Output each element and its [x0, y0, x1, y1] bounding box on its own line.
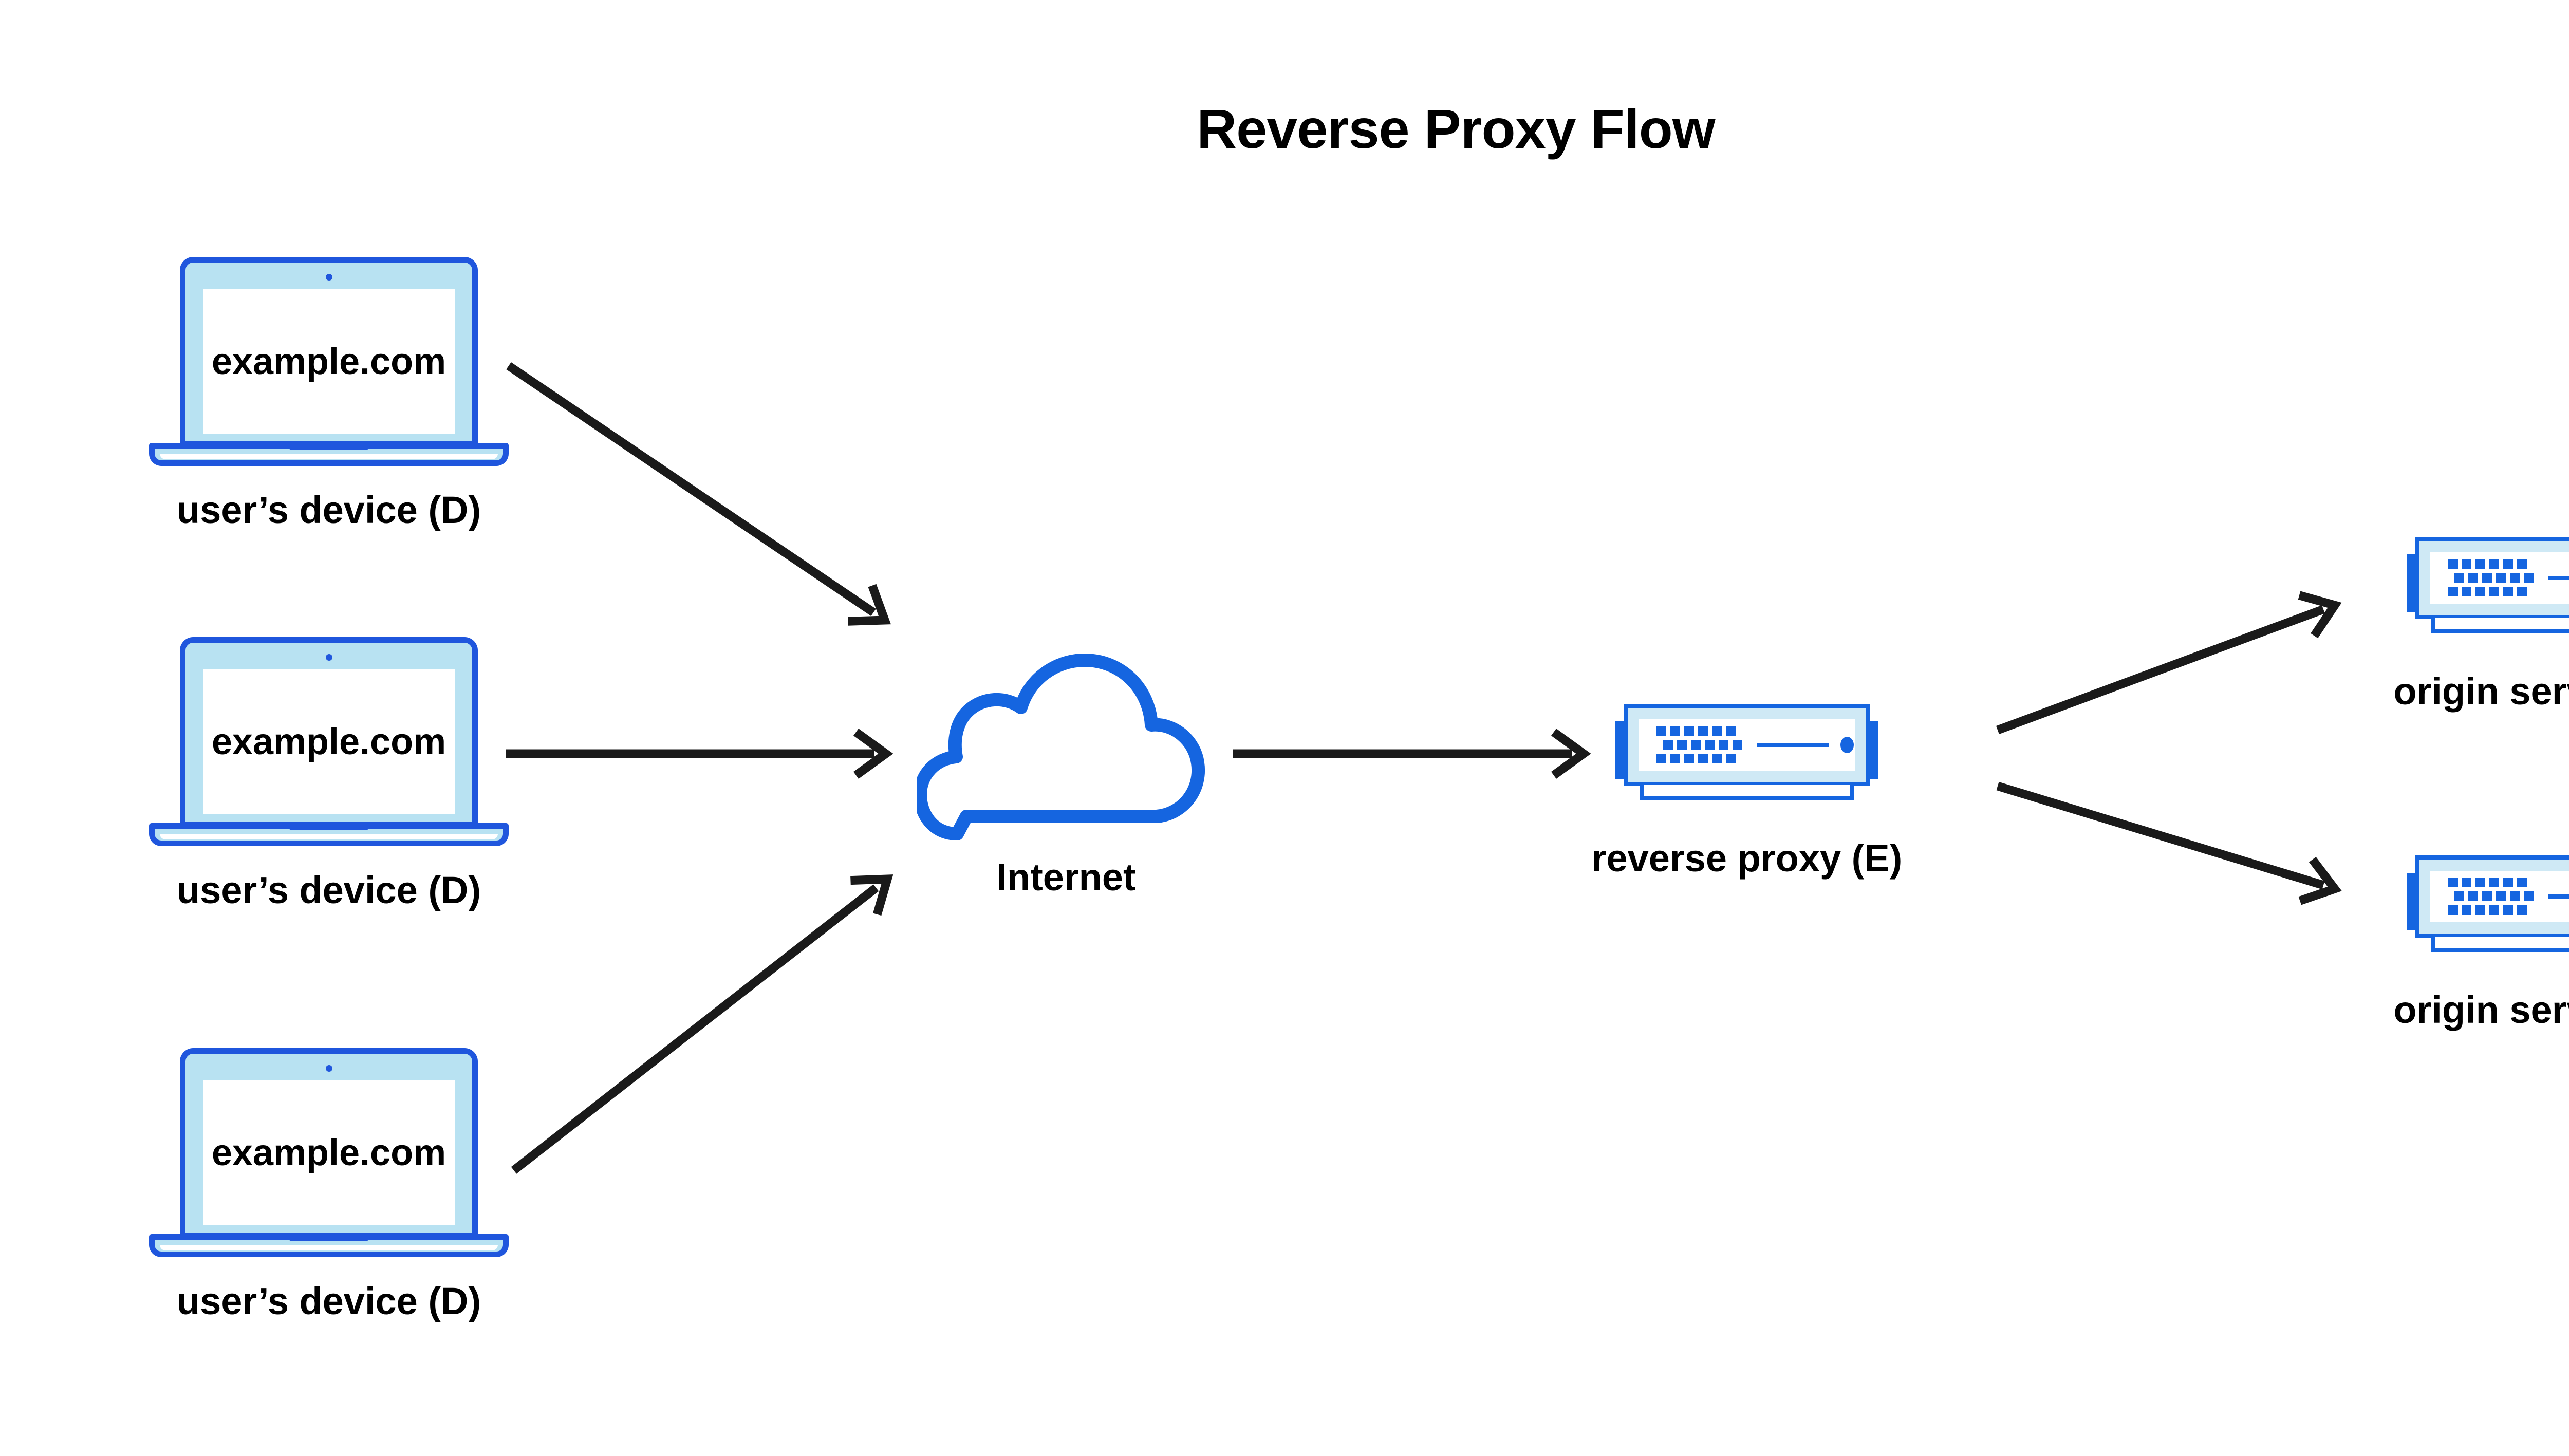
node-client-top[interactable]: example.com user’s device (D) — [149, 257, 509, 531]
laptop-trackpad-notch — [288, 1233, 370, 1241]
edge-internet-to-reverse-proxy — [1233, 732, 1584, 775]
server-led-grid — [2448, 878, 2534, 916]
edge-reverse-proxy-to-origin-bottom — [1996, 781, 2341, 909]
node-origin-top[interactable]: origin server (F) — [2393, 537, 2569, 713]
led-row — [2454, 573, 2537, 583]
node-label-reverse-proxy: reverse proxy (E) — [1591, 837, 1903, 880]
server-face-panel — [1639, 719, 1855, 771]
node-client-bottom[interactable]: example.com user’s device (D) — [149, 1048, 509, 1322]
node-label-internet: Internet — [996, 856, 1136, 899]
led-row — [2454, 891, 2537, 902]
server-icon — [2407, 537, 2569, 640]
node-client-middle[interactable]: example.com user’s device (D) — [149, 637, 509, 911]
laptop-screen: example.com — [203, 1080, 455, 1225]
edge-client-bottom-to-internet — [511, 862, 901, 1174]
webcam-icon — [326, 654, 332, 661]
server-base-shelf — [2431, 937, 2569, 952]
edge-client-middle-to-internet — [506, 732, 886, 775]
server-face-panel — [2430, 552, 2569, 604]
node-label-origin-bottom: origin server (F) — [2393, 988, 2569, 1031]
screen-url-text: example.com — [211, 721, 446, 762]
node-label-client-bottom: user’s device (D) — [176, 1280, 481, 1322]
laptop-screen: example.com — [203, 289, 455, 434]
webcam-icon — [326, 274, 332, 281]
led-row — [2448, 878, 2530, 888]
page-title: Reverse Proxy Flow — [1197, 98, 1715, 160]
laptop-lid: example.com — [180, 1048, 478, 1238]
server-icon — [1615, 704, 1878, 807]
node-label-client-top: user’s device (D) — [176, 489, 481, 531]
node-label-origin-top: origin server (F) — [2393, 670, 2569, 713]
laptop-icon: example.com — [149, 257, 509, 473]
node-internet[interactable]: Internet — [914, 640, 1215, 907]
led-row — [1663, 740, 1745, 750]
laptop-icon: example.com — [149, 637, 509, 853]
laptop-lid: example.com — [180, 257, 478, 447]
server-icon — [2407, 855, 2569, 958]
server-power-indicator — [1840, 737, 1854, 753]
laptop-trackpad-notch — [288, 822, 370, 830]
laptop-screen: example.com — [203, 669, 455, 814]
laptop-base-inner — [160, 454, 498, 459]
led-row — [2448, 905, 2530, 916]
led-row — [2448, 559, 2530, 569]
laptop-base-inner — [160, 834, 498, 839]
node-origin-bottom[interactable]: origin server (F) — [2393, 855, 2569, 1031]
server-status-line — [2548, 576, 2569, 580]
server-chassis — [2415, 537, 2569, 619]
webcam-icon — [326, 1065, 332, 1072]
led-row — [1656, 726, 1739, 736]
server-led-grid — [1656, 726, 1742, 764]
laptop-icon: example.com — [149, 1048, 509, 1264]
led-row — [2448, 587, 2530, 597]
laptop-lid: example.com — [180, 637, 478, 827]
server-face-panel — [2430, 871, 2569, 922]
server-status-line — [2548, 894, 2569, 899]
server-chassis — [2415, 855, 2569, 938]
edge-reverse-proxy-to-origin-top — [1996, 585, 2342, 734]
server-base-shelf — [1640, 785, 1854, 800]
screen-url-text: example.com — [211, 1132, 446, 1173]
screen-url-text: example.com — [211, 341, 446, 382]
cloud-icon — [914, 654, 1205, 841]
node-reverse-proxy[interactable]: reverse proxy (E) — [1592, 704, 1902, 880]
server-status-line — [1757, 743, 1829, 747]
server-base-shelf — [2431, 618, 2569, 633]
node-label-client-middle: user’s device (D) — [176, 869, 481, 911]
server-chassis — [1624, 704, 1870, 786]
server-led-grid — [2448, 559, 2534, 597]
led-row — [1656, 754, 1739, 764]
laptop-base-inner — [160, 1245, 498, 1250]
laptop-trackpad-notch — [288, 442, 370, 450]
edge-client-top-to-internet — [506, 362, 897, 638]
